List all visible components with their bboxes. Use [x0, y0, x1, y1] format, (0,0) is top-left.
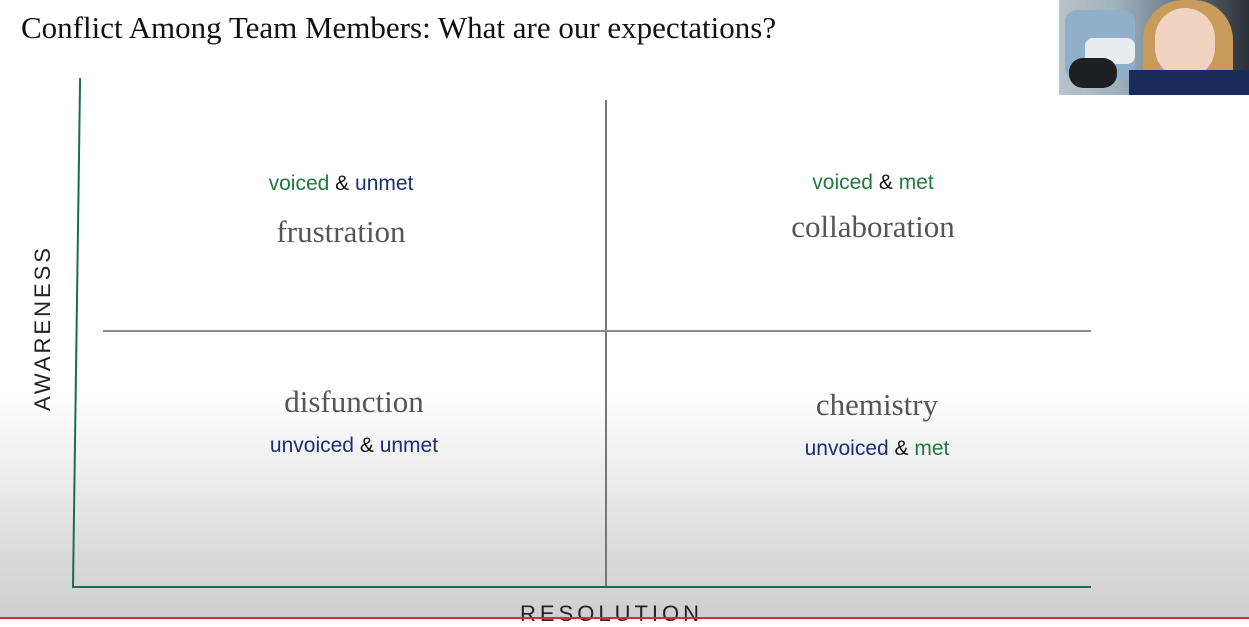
webcam-video	[1059, 0, 1249, 95]
shirt-shape	[1129, 70, 1249, 95]
quadrant-top-left: voiced & unmet frustration	[269, 172, 414, 250]
quadrant-expectation-label: unvoiced & met	[805, 437, 950, 461]
label-unvoiced: unvoiced	[804, 437, 889, 460]
x-axis-line	[72, 586, 1091, 588]
quadrant-expectation-label: voiced & unmet	[269, 172, 414, 196]
quadrant-name-chemistry: chemistry	[815, 387, 939, 422]
quadrant-name-collaboration: collaboration	[791, 209, 955, 244]
label-unmet: unmet	[355, 172, 414, 195]
y-axis-line	[72, 78, 81, 587]
label-ampersand: &	[335, 172, 350, 195]
label-met: met	[898, 171, 934, 194]
quadrant-expectation-label: unvoiced & unmet	[270, 434, 438, 458]
video-progress-bar[interactable]	[0, 617, 1249, 619]
vertical-divider	[605, 100, 607, 586]
x-axis-label: RESOLUTION	[520, 601, 704, 626]
horizontal-divider	[103, 330, 1091, 332]
microphone-icon	[1069, 58, 1117, 88]
label-voiced: voiced	[268, 172, 330, 195]
quadrant-top-right: voiced & met collaboration	[791, 171, 955, 245]
quadrant-name-frustration: frustration	[276, 214, 406, 249]
quadrant-name-disfunction: disfunction	[284, 384, 424, 419]
label-unmet: unmet	[379, 434, 439, 457]
quadrant-bottom-left: disfunction unvoiced & unmet	[270, 384, 438, 458]
slide-title: Conflict Among Team Members: What are ou…	[21, 10, 777, 45]
label-ampersand: &	[894, 437, 909, 460]
label-met: met	[914, 437, 950, 460]
label-voiced: voiced	[812, 171, 873, 194]
label-unvoiced: unvoiced	[269, 434, 354, 457]
y-axis-label: AWARENESS	[30, 245, 55, 411]
label-ampersand: &	[359, 434, 374, 457]
quadrant-bottom-right: chemistry unvoiced & met	[805, 387, 950, 461]
presenter-face	[1155, 8, 1215, 78]
quadrant-expectation-label: voiced & met	[791, 171, 955, 195]
label-ampersand: &	[878, 171, 893, 194]
